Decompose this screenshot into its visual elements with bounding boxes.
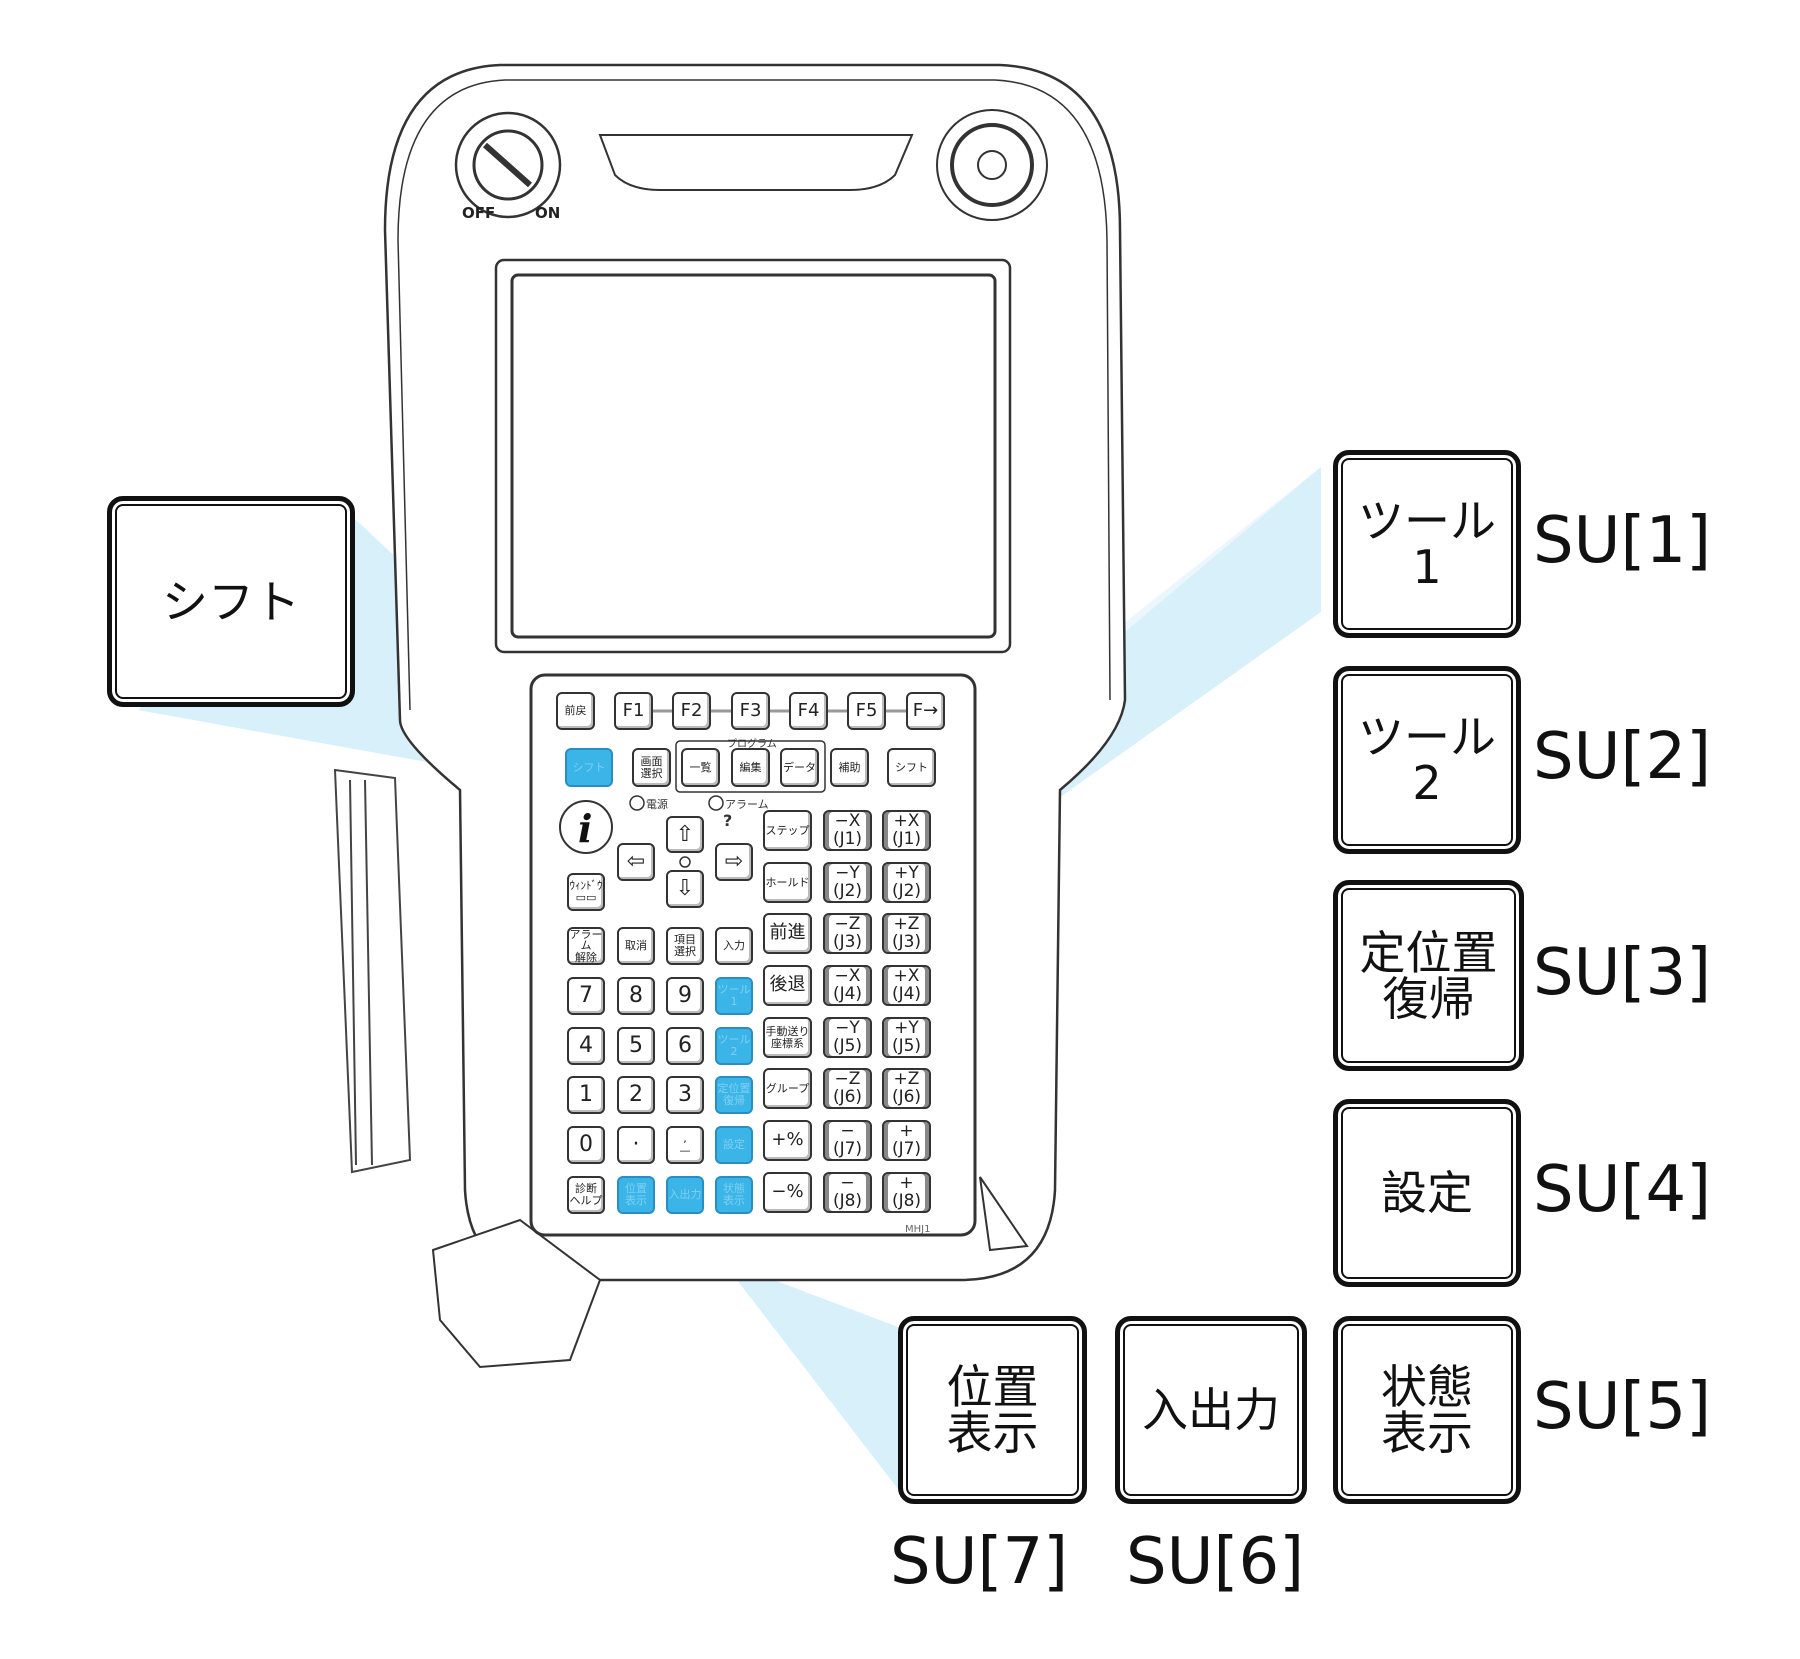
key-fwd[interactable]: 前進 xyxy=(763,913,812,954)
display-screen xyxy=(510,273,997,639)
key-step[interactable]: ステップ xyxy=(763,810,812,851)
key-switch-on-label: ON xyxy=(535,204,560,222)
key-m7[interactable]: − (J7) xyxy=(823,1120,872,1161)
key-prx[interactable]: +X (J4) xyxy=(882,965,931,1006)
key-dot[interactable]: · xyxy=(617,1126,655,1164)
key-comma-minus[interactable]: , — xyxy=(666,1126,704,1164)
key-home[interactable]: 定位置 復帰 xyxy=(715,1076,753,1114)
key-tool1[interactable]: ツール 1 xyxy=(715,977,753,1015)
key-speed-down[interactable]: −% xyxy=(763,1172,812,1213)
key-n9[interactable]: 9 xyxy=(666,977,704,1015)
key-enter[interactable]: 入力 xyxy=(715,927,753,965)
key-pos-display[interactable]: 位置 表示 xyxy=(617,1176,655,1214)
help-mark: ? xyxy=(723,811,732,830)
key-status-display[interactable]: 状態 表示 xyxy=(715,1176,753,1214)
key-n6[interactable]: 6 xyxy=(666,1027,704,1065)
key-prev[interactable]: 前戻 xyxy=(556,692,595,730)
key-mx[interactable]: −X (J1) xyxy=(823,810,872,851)
key-speed-up[interactable]: +% xyxy=(763,1120,812,1161)
key-switch-off-label: OFF xyxy=(462,204,495,222)
key-window[interactable]: ｳｨﾝﾄﾞｳ ▭▭ xyxy=(567,873,605,911)
callout-tool2-key: ツール 2 xyxy=(1333,666,1521,854)
key-setup[interactable]: 設定 xyxy=(715,1126,753,1164)
key-list[interactable]: 一覧 xyxy=(681,748,720,787)
key-aux[interactable]: 補助 xyxy=(830,748,869,787)
key-p7[interactable]: + (J7) xyxy=(882,1120,931,1161)
key-n2[interactable]: 2 xyxy=(617,1076,655,1114)
key-n8[interactable]: 8 xyxy=(617,977,655,1015)
callout-tool1-key: ツール 1 xyxy=(1333,450,1521,638)
key-prz[interactable]: +Z (J6) xyxy=(882,1068,931,1109)
su6-label: SU[6] xyxy=(1126,1525,1305,1599)
key-f3[interactable]: F3 xyxy=(731,692,770,730)
key-m8[interactable]: − (J8) xyxy=(823,1172,872,1213)
power-led-label: 電源 xyxy=(646,797,668,811)
key-edit[interactable]: 編集 xyxy=(731,748,770,787)
key-px[interactable]: +X (J1) xyxy=(882,810,931,851)
key-mry[interactable]: −Y (J5) xyxy=(823,1017,872,1058)
key-py[interactable]: +Y (J2) xyxy=(882,862,931,903)
key-diag-help[interactable]: 診断 ヘルプ xyxy=(567,1176,605,1214)
key-n1[interactable]: 1 xyxy=(567,1076,605,1114)
pendant-body xyxy=(383,63,1127,1369)
key-pz[interactable]: +Z (J3) xyxy=(882,913,931,954)
su4-label: SU[4] xyxy=(1533,1153,1712,1227)
key-fnext[interactable]: F→ xyxy=(906,692,945,730)
key-group[interactable]: グループ xyxy=(763,1068,812,1109)
key-coord[interactable]: 手動送り 座標系 xyxy=(763,1017,812,1058)
key-right[interactable]: ⇨ xyxy=(715,843,753,881)
callout-shift-key: シフト xyxy=(107,496,355,707)
key-f1[interactable]: F1 xyxy=(614,692,653,730)
key-left[interactable]: ⇦ xyxy=(617,843,655,881)
info-icon: i xyxy=(578,806,592,851)
callout-position-key: 位置 表示 xyxy=(898,1316,1087,1504)
alarm-led xyxy=(708,795,724,811)
su1-label: SU[1] xyxy=(1533,504,1712,578)
program-group-box xyxy=(675,740,826,793)
key-io[interactable]: 入出力 xyxy=(666,1176,704,1214)
su3-label: SU[3] xyxy=(1533,936,1712,1010)
su7-label: SU[7] xyxy=(890,1525,1069,1599)
key-shift-left[interactable]: シフト xyxy=(565,748,613,787)
key-switch-slot xyxy=(483,142,532,188)
key-shift-right[interactable]: シフト xyxy=(887,748,936,787)
key-cancel[interactable]: 取消 xyxy=(617,927,655,965)
callout-status-key: 状態 表示 xyxy=(1333,1316,1521,1504)
model-label: MHJ1 xyxy=(905,1224,930,1235)
key-n4[interactable]: 4 xyxy=(567,1027,605,1065)
key-n7[interactable]: 7 xyxy=(567,977,605,1015)
key-up[interactable]: ⇧ xyxy=(666,816,704,853)
key-f4[interactable]: F4 xyxy=(789,692,828,730)
power-led xyxy=(629,795,645,811)
key-mrx[interactable]: −X (J4) xyxy=(823,965,872,1006)
program-group-label: プログラム xyxy=(727,737,777,750)
key-n3[interactable]: 3 xyxy=(666,1076,704,1114)
callout-io-key: 入出力 xyxy=(1115,1316,1307,1504)
key-n5[interactable]: 5 xyxy=(617,1027,655,1065)
info-button[interactable] xyxy=(559,800,613,854)
key-mrz[interactable]: −Z (J6) xyxy=(823,1068,872,1109)
key-alarm-reset[interactable]: アラーム 解除 xyxy=(567,927,605,965)
key-screen-select[interactable]: 画面 選択 xyxy=(632,748,671,787)
hand-strap xyxy=(333,768,412,1174)
key-my[interactable]: −Y (J2) xyxy=(823,862,872,903)
su5-label: SU[5] xyxy=(1533,1370,1712,1444)
key-n0[interactable]: 0 xyxy=(567,1126,605,1164)
key-mz[interactable]: −Z (J3) xyxy=(823,913,872,954)
key-tool2[interactable]: ツール 2 xyxy=(715,1027,753,1065)
alarm-led-label: アラーム xyxy=(725,798,769,811)
key-item-select[interactable]: 項目 選択 xyxy=(666,927,704,965)
key-data[interactable]: データ xyxy=(780,748,819,787)
key-f5[interactable]: F5 xyxy=(847,692,886,730)
key-hold[interactable]: ホールド xyxy=(763,862,812,903)
callout-home-key: 定位置 復帰 xyxy=(1333,880,1524,1071)
key-p8[interactable]: + (J8) xyxy=(882,1172,931,1213)
key-down[interactable]: ⇩ xyxy=(666,870,704,908)
callout-setup-key: 設定 xyxy=(1333,1099,1521,1287)
key-f2[interactable]: F2 xyxy=(672,692,711,730)
su2-label: SU[2] xyxy=(1533,720,1712,794)
key-bwd[interactable]: 後退 xyxy=(763,965,812,1006)
key-pry[interactable]: +Y (J5) xyxy=(882,1017,931,1058)
